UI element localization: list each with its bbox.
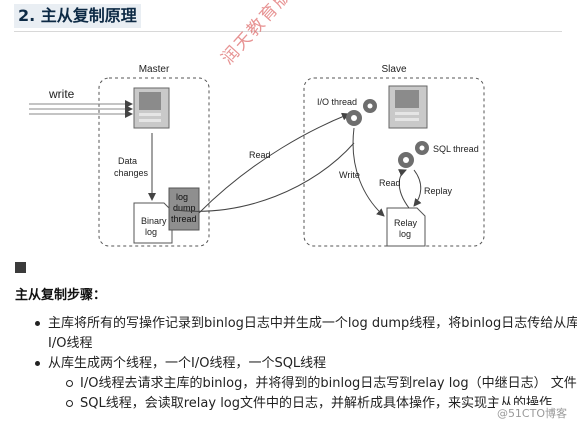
svg-text:log dump thread: log dump thread	[171, 192, 198, 224]
log-dump-thread-box: log dump thread	[168, 187, 200, 231]
sub-step-text: SQL线程，会读取relay log文件中的日志，并解析成具体操作，来实现主从的…	[80, 396, 553, 411]
read-label: Read	[249, 150, 271, 160]
slave-server-icon	[388, 85, 428, 129]
svg-text:Relay log: Relay log	[394, 218, 420, 239]
replay-label: Replay	[424, 186, 453, 196]
io-thread-label: I/O thread	[317, 97, 357, 107]
slave-box	[303, 77, 485, 247]
list-item: 主库将所有的写操作记录到binlog日志中并生成一个log dump线程，将bi…	[35, 314, 577, 354]
write-slave-label: Write	[339, 170, 360, 180]
sub-list-item: SQL线程，会读取relay log文件中的日志，并解析成具体操作，来实现主从的…	[66, 394, 577, 414]
master-box	[98, 77, 210, 247]
master-server-icon	[133, 87, 170, 129]
svg-text:Binary log: Binary log	[141, 216, 169, 237]
step-text: 从库生成两个线程，一个I/O线程，一个SQL线程	[48, 356, 327, 371]
read-arrow	[198, 112, 350, 214]
square-bullet-icon	[15, 262, 26, 273]
io-thread-gear-icon	[346, 99, 377, 126]
steps-list: 主库将所有的写操作记录到binlog日志中并生成一个log dump线程，将bi…	[0, 314, 577, 414]
write-arrows	[29, 100, 133, 118]
steps-title: 主从复制步骤：	[15, 288, 107, 303]
slave-label: Slave	[381, 64, 406, 75]
sub-step-text: I/O线程去请求主库的binlog，并将得到的binlog日志写到relay l…	[80, 376, 577, 391]
list-item: 从库生成两个线程，一个I/O线程，一个SQL线程 I/O线程去请求主库的binl…	[35, 354, 577, 414]
replication-diagram: Master Slave write Data changes Binary l…	[14, 48, 562, 253]
data-changes-label: Data changes	[114, 156, 149, 178]
section-heading: 2. 主从复制原理	[14, 4, 141, 28]
blog-credit: @51CTO博客	[494, 405, 569, 421]
relay-log-document: Relay log	[386, 207, 426, 247]
sub-steps-list: I/O线程去请求主库的binlog，并将得到的binlog日志写到relay l…	[48, 374, 577, 414]
sql-thread-label: SQL thread	[433, 144, 479, 154]
binary-log-document: Binary log	[133, 202, 173, 244]
read-slave-label: Read	[379, 178, 401, 188]
step-text: 主库将所有的写操作记录到binlog日志中并生成一个log dump线程，将bi…	[48, 316, 577, 351]
sub-list-item: I/O线程去请求主库的binlog，并将得到的binlog日志写到relay l…	[66, 374, 577, 394]
sql-thread-gear-icon	[398, 141, 429, 168]
heading-divider	[14, 31, 562, 32]
write-label: write	[48, 87, 75, 101]
master-label: Master	[139, 64, 170, 75]
